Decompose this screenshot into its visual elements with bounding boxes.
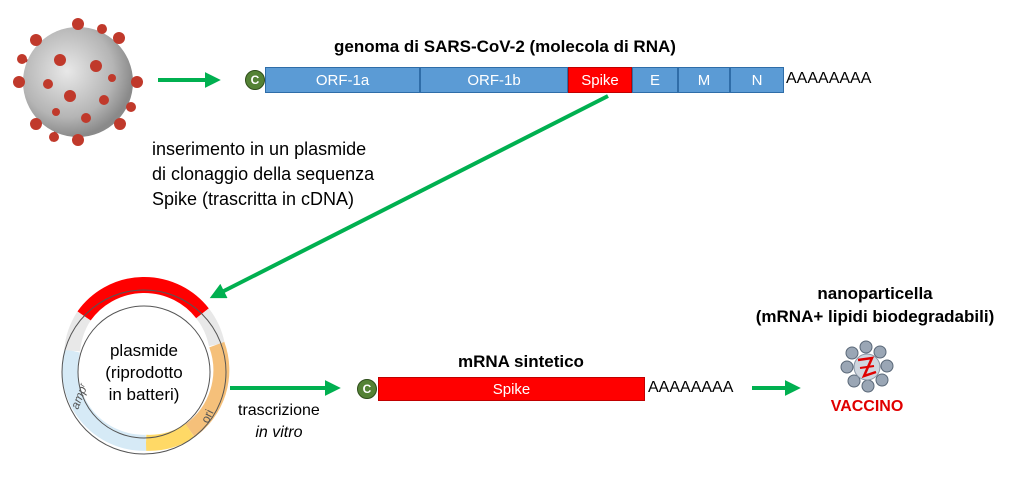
plasmid-amp-segment bbox=[61, 348, 147, 451]
genome-orf1a-segment: ORF-1a bbox=[265, 67, 420, 93]
plasmid-spike-label: Spike bbox=[131, 295, 158, 306]
virus-body bbox=[23, 27, 133, 137]
insertion-text-line-2: di clonaggio della sequenza bbox=[152, 164, 375, 184]
plasmid-segment-a bbox=[195, 308, 225, 347]
virus-illustration bbox=[13, 18, 143, 146]
plasmid-ori-label: ori bbox=[198, 407, 216, 425]
plasmid-segment-b bbox=[64, 311, 91, 352]
mrna-spike-segment: Spike bbox=[378, 377, 645, 401]
genome-orf1b-segment: ORF-1b bbox=[420, 67, 568, 93]
plasmid-label-line-3: in batteri) bbox=[108, 385, 180, 404]
nanoparticle-icon bbox=[840, 340, 894, 393]
genome-n-segment: N bbox=[730, 67, 784, 93]
transcription-line-1: trascrizione bbox=[238, 402, 320, 419]
plasmid-label-line-1: plasmide bbox=[109, 341, 179, 360]
virus-spike-heads bbox=[13, 18, 143, 146]
vaccine-label: VACCINO bbox=[830, 398, 904, 415]
mrna-polya-tail: AAAAAAAA bbox=[648, 379, 734, 396]
genome-polya-tail: AAAAAAAA bbox=[786, 70, 872, 87]
genome-title: genoma di SARS-CoV-2 (molecola di RNA) bbox=[334, 37, 676, 56]
nanoparticle-title-line-1: nanoparticella bbox=[817, 284, 933, 303]
plasmid-outer-edge bbox=[61, 289, 227, 455]
plasmid-yellow-segment bbox=[145, 423, 195, 451]
genome-spike-segment: Spike bbox=[568, 67, 632, 93]
genome-m-segment: M bbox=[678, 67, 730, 93]
mrna-title: mRNA sintetico bbox=[458, 352, 584, 371]
plasmid-label: plasmide (riprodotto in batteri) bbox=[94, 340, 194, 406]
plasmid-inner-edge bbox=[77, 305, 211, 439]
insertion-text-line-3: Spike (trascritta in cDNA) bbox=[152, 189, 355, 209]
plasmid-spike-segment bbox=[77, 276, 209, 321]
transcription-line-2: in vitro bbox=[255, 424, 303, 441]
arrow-spike-to-plasmid bbox=[209, 94, 609, 299]
mrna-cap: C bbox=[357, 379, 377, 399]
transcription-label: trascrizione in vitro bbox=[238, 400, 320, 444]
insertion-text-line-1: inserimento in un plasmide bbox=[152, 139, 367, 159]
plasmid-label-line-2: (riprodotto bbox=[105, 363, 183, 382]
nanoparticle-title-line-2: (mRNA+ lipidi biodegradabili) bbox=[755, 307, 995, 326]
genome-cap: C bbox=[245, 70, 265, 90]
plasmid-ori-segment bbox=[185, 341, 230, 438]
plasmid-ring bbox=[61, 276, 230, 451]
genome-e-segment: E bbox=[632, 67, 678, 93]
